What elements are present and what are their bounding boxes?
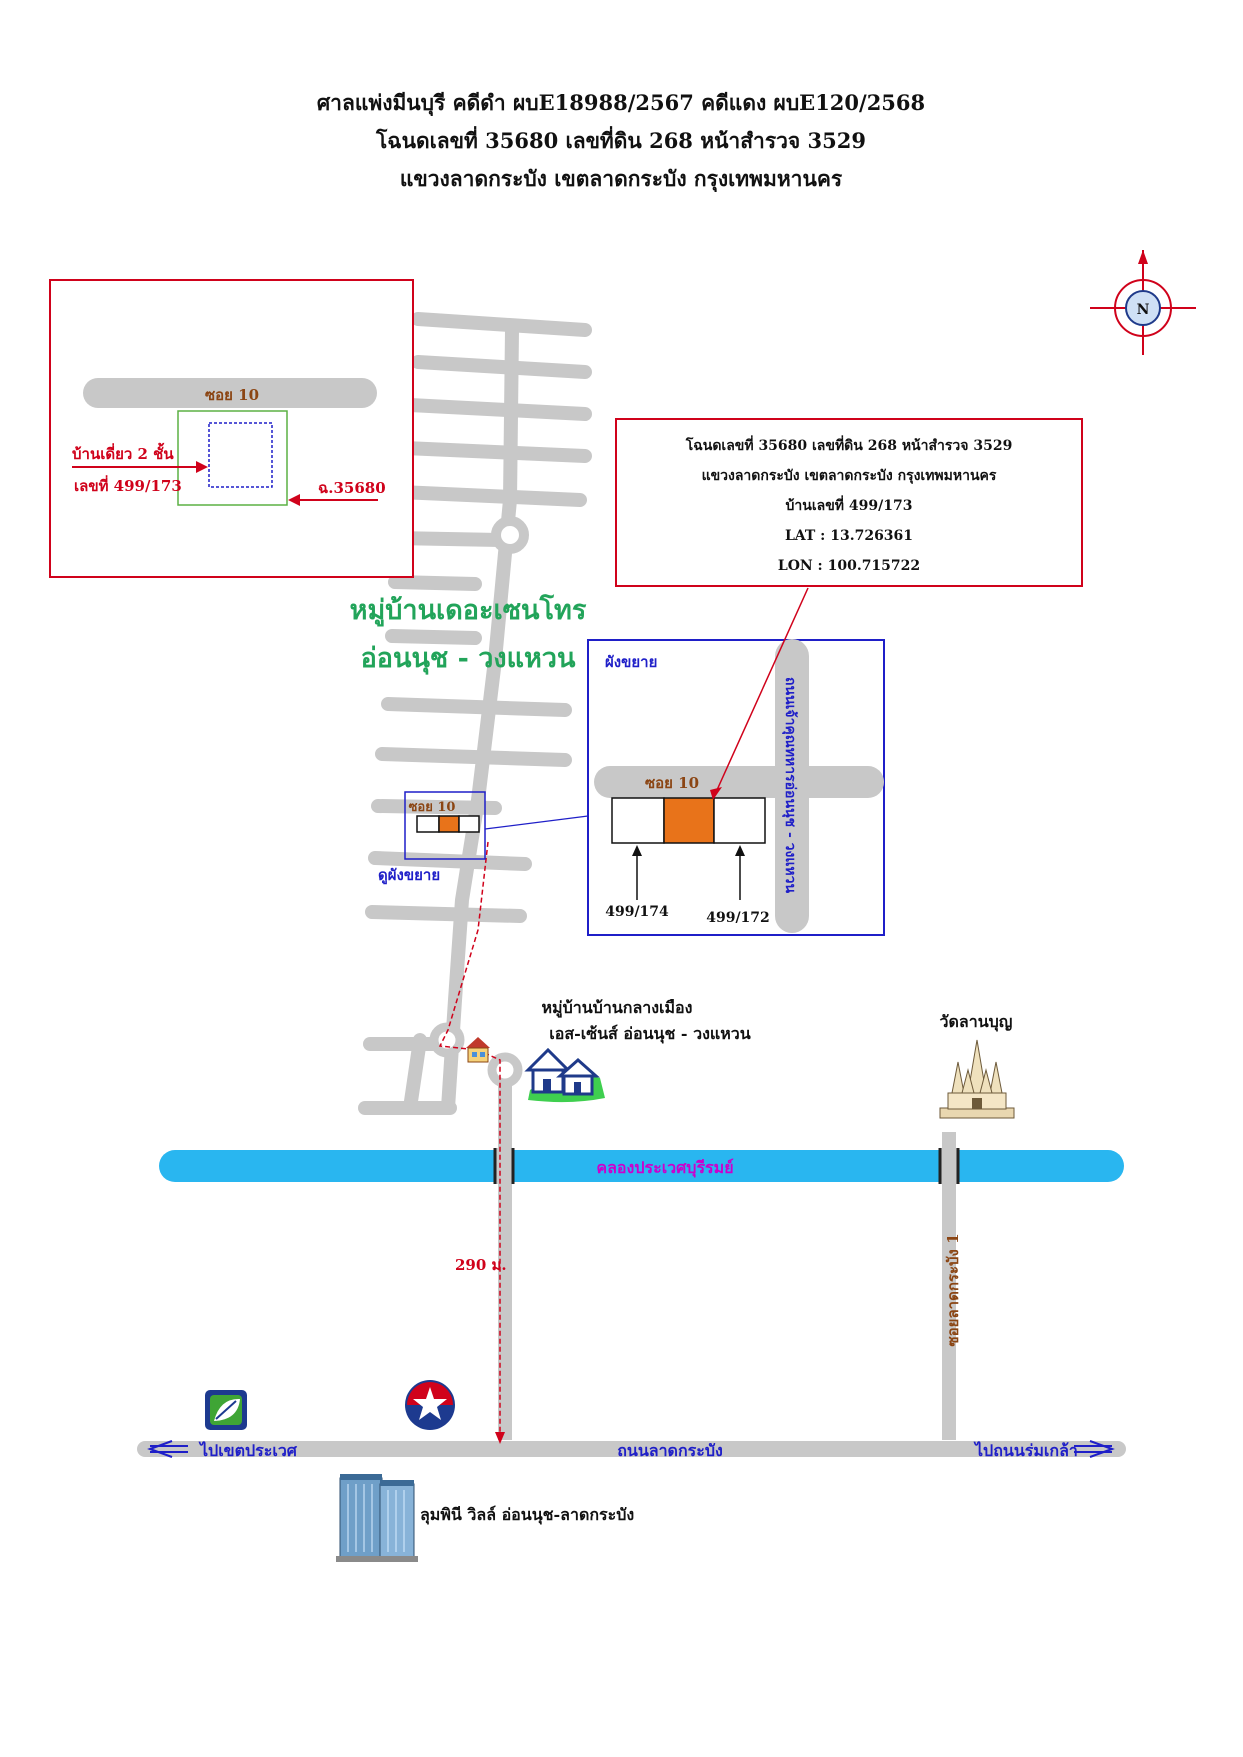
main-road-left-direction: ไปเขตประเวศ [198,1441,298,1460]
compass-rose-icon: N [1090,250,1196,355]
inset-deed-label: ฉ.35680 [318,479,386,497]
enlarged-vertical-road-label: ถนนเจ้าคุณทหารอ่อนนุช - วงแหวน [782,677,798,893]
canal-label: คลองประเวศบุรีรมย์ [596,1158,733,1178]
soi-ladkrabang-label: ซอยลาดกระบัง 1 [944,1233,962,1346]
info-line-1: โฉนดเลขที่ 35680 เลขที่ดิน 268 หน้าสำรวจ… [685,435,1013,454]
gas-station-leaf-icon [205,1390,247,1430]
overview-box: ซอย 10 ดูผังขยาย [378,791,589,885]
main-road-label: ถนนลาดกระบัง [617,1441,723,1460]
inset-road-label: ซอย 10 [205,386,259,404]
left-arrow-icon [147,1440,188,1458]
enlarged-right-house-number: 499/172 [706,910,770,926]
location-inset: ซอย 10 บ้านเดี่ยว 2 ชั้น เลขที่ 499/173 … [49,279,414,578]
roundabout [487,1052,523,1088]
house-marker-icon [466,1037,490,1063]
condo-building-icon [336,1474,418,1562]
canal-bridge [938,1148,960,1184]
inset-house-label: บ้านเดี่ยว 2 ชั้น [72,442,174,463]
roundabout [491,516,529,554]
gas-station-star-icon [405,1380,455,1430]
info-lat: LAT : 13.726361 [785,528,913,544]
info-pointer-arrowhead [710,787,722,800]
info-pointer [716,587,809,791]
enlarged-road-label: ซอย 10 [645,774,699,792]
temple-label: วัดลานบุญ [940,1012,1013,1032]
info-lon: LON : 100.715722 [778,558,920,574]
header-line-1: ศาลแพ่งมีนบุรี คดีดำ ผบE18988/2567 คดีแด… [317,90,925,117]
route-arrowhead [495,1432,505,1444]
canal-bridge [493,1148,515,1184]
village-name-line-1: หมู่บ้านเดอะเซนโทร [350,593,587,627]
houses-icon [524,1047,605,1103]
overview-road-label: ซอย 10 [409,800,456,815]
info-line-2: แขวงลาดกระบัง เขตลาดกระบัง กรุงเทพมหานคร [702,468,997,484]
right-arrow-icon [1074,1440,1115,1458]
info-box: โฉนดเลขที่ 35680 เลขที่ดิน 268 หน้าสำรวจ… [615,418,1083,587]
temple-icon [939,1039,1015,1119]
route-path [438,841,501,1440]
overview-caption: ดูผังขยาย [378,866,440,885]
distance-label: 290 ม. [455,1256,507,1274]
village-name-line-2: อ่อนนุช - วงแหวน [361,643,576,675]
main-road-right-direction: ไปถนนร่มเกล้า [973,1441,1078,1460]
enlarged-plan: ผังขยาย ซอย 10 ถนนเจ้าคุณทหารอ่อนนุช - ว… [587,639,885,936]
inset-house-number: เลขที่ 499/173 [74,475,182,495]
condo-label: ลุมพินี วิลล์ อ่อนนุช-ลาดกระบัง [420,1505,634,1525]
header-line-2: โฉนดเลขที่ 35680 เลขที่ดิน 268 หน้าสำรวจ… [375,125,866,153]
village2-line-1: หมู่บ้านบ้านกลางเมือง [542,998,693,1019]
enlarged-left-house-number: 499/174 [605,904,669,920]
enlarged-plan-title: ผังขยาย [605,653,657,671]
village2-line-2: เอส-เซ้นส์ อ่อนนุช - วงแหวน [549,1024,750,1044]
header-line-3: แขวงลาดกระบัง เขตลาดกระบัง กรุงเทพมหานคร [400,166,843,193]
compass-label: N [1137,302,1150,318]
info-line-3: บ้านเลขที่ 499/173 [786,495,913,514]
